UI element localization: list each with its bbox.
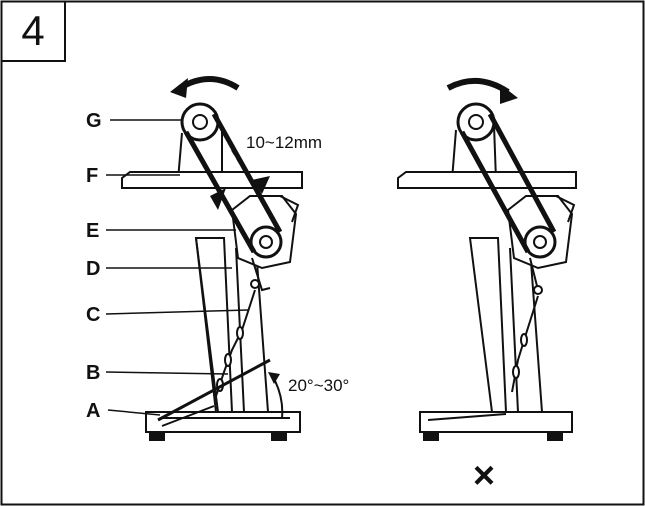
pedal xyxy=(157,358,271,422)
label-g: G xyxy=(86,110,102,132)
label-e: E xyxy=(86,220,99,242)
pedal-angle-text: 20°~30° xyxy=(288,376,349,395)
belt-deflection-text: 10~12mm xyxy=(246,133,322,152)
step-number: 4 xyxy=(21,7,45,54)
correct-setup-illustration xyxy=(121,76,303,441)
label-b: B xyxy=(86,362,100,384)
label-c: C xyxy=(86,304,100,326)
incorrect-setup-illustration xyxy=(397,77,577,441)
incorrect-mark: × xyxy=(473,455,495,497)
rotation-arrow-ccw xyxy=(178,76,240,91)
label-d: D xyxy=(86,258,100,280)
label-leaders xyxy=(105,119,249,416)
step-number-box: 4 xyxy=(2,2,66,62)
label-f: F xyxy=(86,165,98,187)
label-a: A xyxy=(86,400,100,422)
rotation-arrow-cw xyxy=(446,77,510,95)
